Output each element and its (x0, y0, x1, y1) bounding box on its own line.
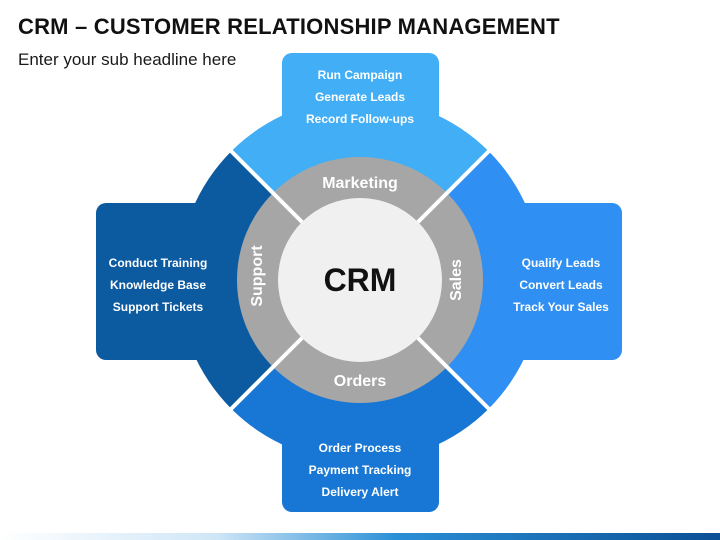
ring-label-support: Support (249, 245, 266, 307)
ring-label-orders: Orders (334, 373, 387, 390)
footer-accent-bar (0, 533, 720, 540)
panel-right-item: Convert Leads (519, 278, 603, 292)
page-title: CRM – CUSTOMER RELATIONSHIP MANAGEMENT (18, 14, 560, 39)
panel-top-item: Generate Leads (315, 90, 405, 104)
panel-left (96, 203, 228, 360)
center-circle (278, 198, 442, 362)
ring-label-sales: Sales (448, 259, 465, 301)
panel-bottom-item: Delivery Alert (322, 485, 399, 499)
center-label: CRM (324, 262, 397, 298)
panel-left-item: Conduct Training (109, 256, 208, 270)
panel-left-item: Support Tickets (113, 300, 204, 314)
panel-top-item: Run Campaign (318, 68, 403, 82)
panel-top (282, 53, 439, 138)
panel-bottom-item: Order Process (319, 441, 402, 455)
panel-bottom-item: Payment Tracking (309, 463, 412, 477)
panel-right-item: Qualify Leads (522, 256, 601, 270)
panel-right (490, 203, 622, 360)
panel-top-item: Record Follow-ups (306, 112, 414, 126)
ring-label-marketing: Marketing (322, 175, 398, 192)
panel-bottom (282, 420, 439, 512)
panel-right-item: Track Your Sales (513, 300, 609, 314)
panel-left-item: Knowledge Base (110, 278, 206, 292)
page-subtitle: Enter your sub headline here (18, 50, 237, 69)
